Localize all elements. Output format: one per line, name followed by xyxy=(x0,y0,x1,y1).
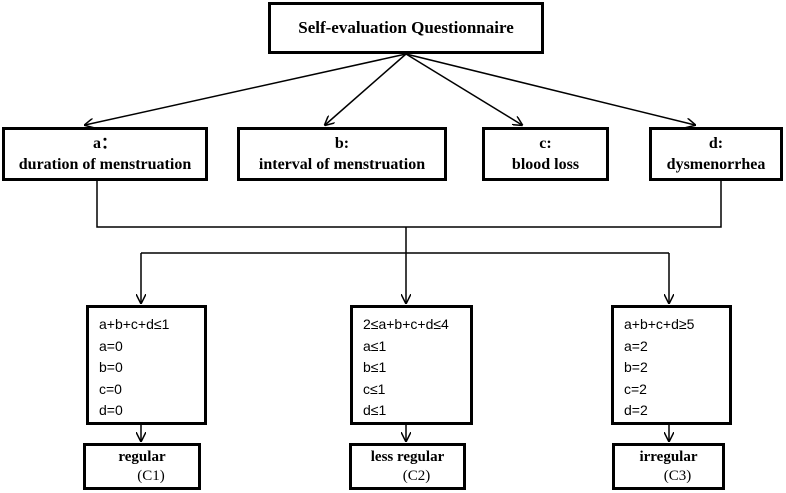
questionnaire-title: Self-evaluation Questionnaire xyxy=(298,18,514,37)
result-code: (C1) xyxy=(137,467,165,484)
result-code: (C3) xyxy=(663,467,692,484)
category-box-c: c: blood loss xyxy=(482,127,609,181)
condition-line: a+b+c+d≥5 xyxy=(624,316,695,332)
condition-line: c=2 xyxy=(624,380,647,397)
category-label: dysmenorrhea xyxy=(666,156,766,173)
condition-line: 2≤a+b+c+d≤4 xyxy=(363,316,449,332)
result-label: less regular xyxy=(370,448,445,465)
result-label: irregular xyxy=(639,448,698,465)
arrow-to-b xyxy=(325,53,407,125)
arrow-to-c xyxy=(405,53,522,125)
category-letter: a： xyxy=(92,135,117,152)
category-letter: d: xyxy=(708,135,724,152)
condition-line: d=0 xyxy=(99,402,123,418)
condition-line: d≤1 xyxy=(363,402,387,418)
condition-line: b=0 xyxy=(99,359,123,375)
condition-box-c1: a+b+c+d≤1 a=0 b=0 c=0 d=0 xyxy=(86,305,207,425)
category-label: duration of menstruation xyxy=(18,156,192,173)
result-box-irregular: irregular (C3) xyxy=(612,443,725,490)
arrow-to-a xyxy=(85,53,407,125)
result-box-less-regular: less regular (C2) xyxy=(349,443,466,490)
condition-line: b≤1 xyxy=(363,359,387,375)
merge-connector xyxy=(96,181,722,228)
condition-line: b=2 xyxy=(624,359,648,375)
condition-line: c=0 xyxy=(99,380,122,397)
category-box-a: a： duration of menstruation xyxy=(2,127,208,181)
condition-box-c3: a+b+c+d≥5 a=2 b=2 c=2 d=2 xyxy=(611,305,732,425)
condition-line: d=2 xyxy=(624,402,648,418)
category-label: interval of menstruation xyxy=(258,156,426,173)
condition-line: c≤1 xyxy=(363,380,386,397)
category-letter: c: xyxy=(539,135,552,152)
result-box-regular: regular (C1) xyxy=(83,443,201,490)
condition-box-c2: 2≤a+b+c+d≤4 a≤1 b≤1 c≤1 d≤1 xyxy=(350,305,473,425)
result-label: regular xyxy=(118,448,166,465)
category-letter: b: xyxy=(334,135,350,152)
result-code: (C2) xyxy=(402,467,431,484)
condition-line: a+b+c+d≤1 xyxy=(99,316,170,332)
condition-line: a≤1 xyxy=(363,337,387,354)
category-box-b: b: interval of menstruation xyxy=(237,127,447,181)
category-box-d: d: dysmenorrhea xyxy=(649,127,783,181)
questionnaire-title-box: Self-evaluation Questionnaire xyxy=(268,2,544,54)
condition-line: a=2 xyxy=(624,337,648,354)
condition-line: a=0 xyxy=(99,337,123,354)
arrow-to-d xyxy=(405,53,695,125)
category-label: blood loss xyxy=(511,156,580,173)
